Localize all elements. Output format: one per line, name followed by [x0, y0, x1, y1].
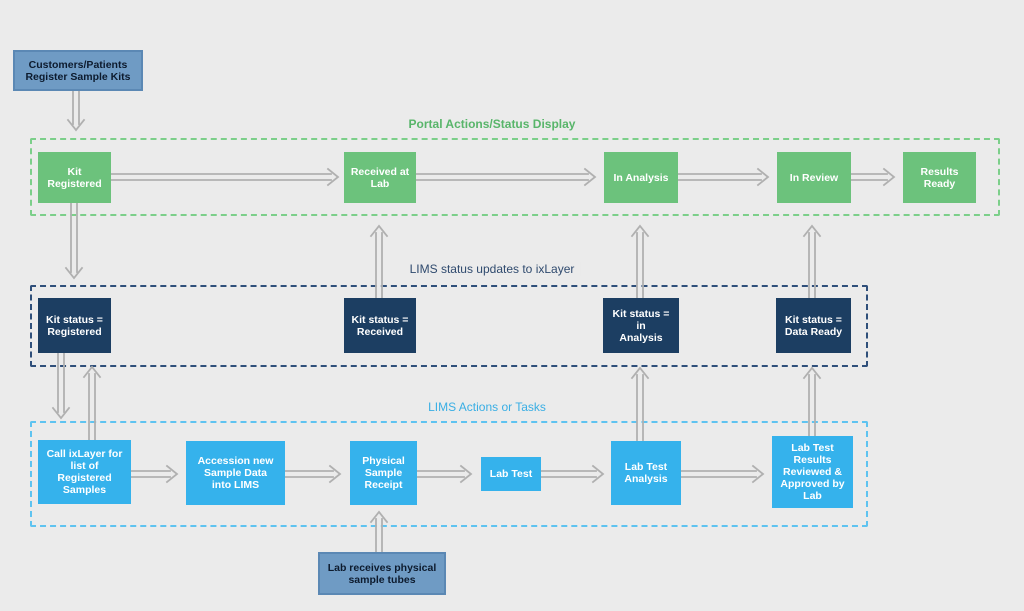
- in-analysis-node: In Analysis: [604, 152, 678, 203]
- received-at-lab-node: Received at Lab: [344, 152, 416, 203]
- call-ixlayer-node: Call ixLayer for list of Registered Samp…: [38, 440, 131, 504]
- portal-region: [30, 138, 1000, 216]
- lab-results-reviewed-node: Lab Test Results Reviewed & Approved by …: [772, 436, 853, 508]
- lab-test-node: Lab Test: [481, 457, 541, 491]
- arrow-accession-to-receipt: [284, 464, 342, 484]
- status-data-ready-node: Kit status = Data Ready: [776, 298, 851, 353]
- status-registered-node: Kit status = Registered: [38, 298, 111, 353]
- arrow-status-to-call-ixlayer: [51, 352, 71, 420]
- physical-receipt-node: Physical Sample Receipt: [350, 441, 417, 505]
- arrow-in-review-to-results: [850, 167, 896, 187]
- lab-test-analysis-node: Lab Test Analysis: [611, 441, 681, 505]
- accession-node: Accession new Sample Data into LIMS: [186, 441, 285, 505]
- lims-status-region: [30, 285, 868, 367]
- arrow-lab-receives-to-receipt: [369, 510, 389, 553]
- portal-region-label: Portal Actions/Status Display: [408, 117, 576, 131]
- arrow-lab-analysis-to-status: [630, 366, 650, 441]
- register-sample-kits-node: Customers/Patients Register Sample Kits: [13, 50, 143, 91]
- arrow-in-analysis-to-in-review: [677, 167, 770, 187]
- arrow-status-analysis-to-in-analysis: [630, 224, 650, 299]
- kit-registered-node: Kit Registered: [38, 152, 111, 203]
- lims-actions-region-label: LIMS Actions or Tasks: [428, 400, 546, 414]
- status-in-analysis-node: Kit status = in Analysis: [603, 298, 679, 353]
- status-received-node: Kit status = Received: [344, 298, 416, 353]
- arrow-lab-test-to-analysis: [540, 464, 605, 484]
- lims-status-region-label: LIMS status updates to ixLayer: [403, 262, 581, 276]
- arrow-status-received-to-received: [369, 224, 389, 299]
- arrow-kit-registered-to-status: [64, 202, 84, 280]
- arrow-received-to-in-analysis: [415, 167, 597, 187]
- lab-receives-tubes-node: Lab receives physical sample tubes: [318, 552, 446, 595]
- in-review-node: In Review: [777, 152, 851, 203]
- arrow-analysis-to-reviewed: [680, 464, 765, 484]
- arrow-call-ixlayer-to-status: [82, 365, 102, 441]
- lims-actions-region: [30, 421, 868, 527]
- results-ready-node: Results Ready: [903, 152, 976, 203]
- arrow-register-to-kit-registered: [66, 90, 86, 132]
- arrow-reviewed-to-status-ready: [802, 366, 822, 437]
- arrow-receipt-to-lab-test: [416, 464, 473, 484]
- arrow-call-to-accession: [130, 464, 179, 484]
- arrow-status-ready-to-in-review: [802, 224, 822, 299]
- arrow-kit-registered-to-received: [110, 167, 340, 187]
